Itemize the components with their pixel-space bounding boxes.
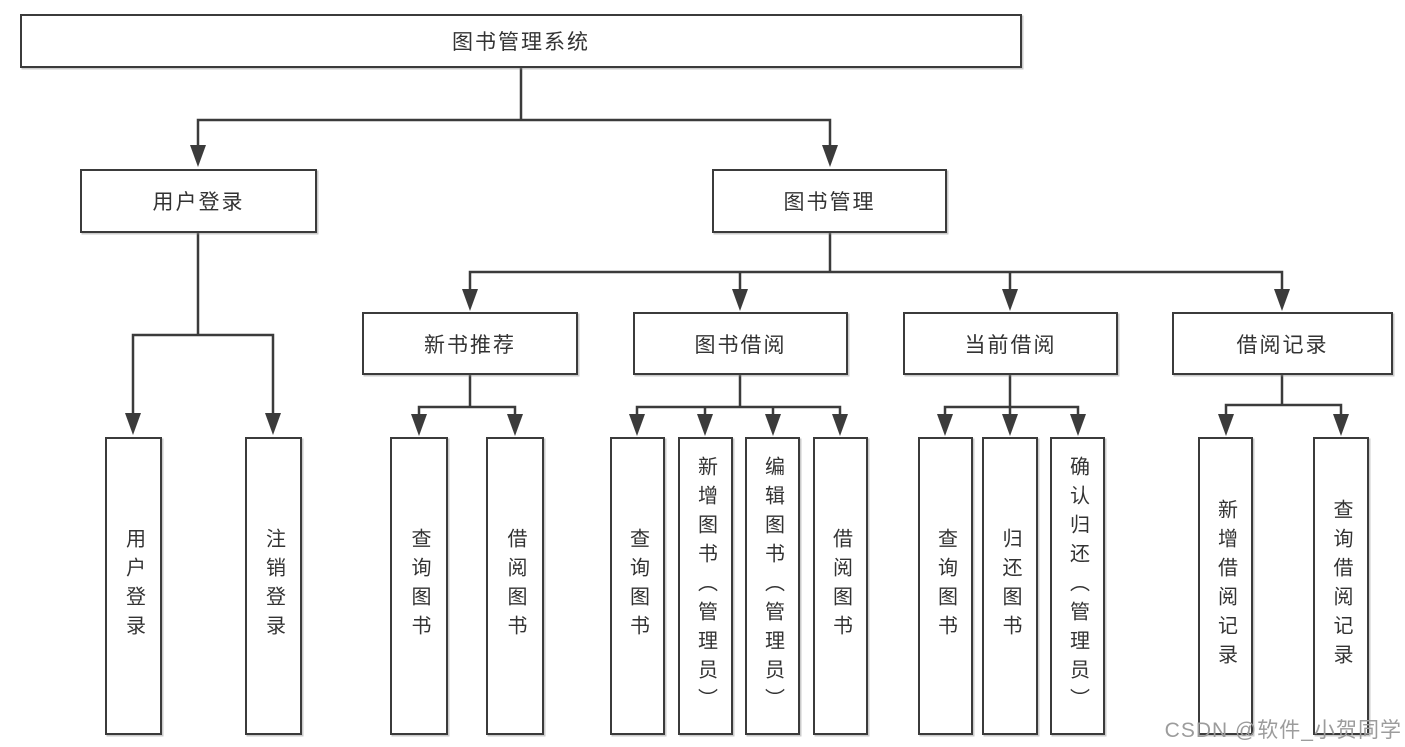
leaf-label: 新增图书（管理员）: [694, 455, 717, 717]
leaf-label: 归还图书: [999, 528, 1021, 644]
leaf-label: 查询图书: [626, 528, 649, 644]
node-label: 用户登录: [152, 191, 245, 214]
leaf-label: 查询图书: [934, 528, 957, 644]
leaf-records-add-record: 新增借阅记录: [1198, 437, 1253, 735]
leaf-label: 查询借阅记录: [1330, 499, 1352, 673]
leaf-user-login: 用户登录: [105, 437, 162, 735]
node-label: 图书管理系统: [452, 31, 590, 54]
leaf-borrowing-borrow-books: 借阅图书: [813, 437, 868, 735]
leaf-label: 确认归还（管理员）: [1066, 455, 1089, 717]
csdn-watermark: CSDN @软件_小贺同学: [1164, 719, 1402, 742]
node-current-borrowing: 当前借阅: [903, 312, 1118, 375]
leaf-recommend-query-books: 查询图书: [390, 437, 448, 735]
leaf-label: 注销登录: [262, 528, 285, 644]
node-book-management: 图书管理: [712, 169, 947, 233]
node-user-login: 用户登录: [80, 169, 317, 233]
node-book-borrowing: 图书借阅: [633, 312, 848, 375]
leaf-current-return-books: 归还图书: [982, 437, 1038, 735]
leaf-label: 新增借阅记录: [1214, 499, 1237, 673]
leaf-current-query-books: 查询图书: [918, 437, 973, 735]
node-label: 当前借阅: [964, 333, 1057, 357]
leaf-label: 查询图书: [408, 528, 430, 644]
node-label: 借阅记录: [1236, 333, 1329, 357]
node-label: 图书管理: [783, 191, 876, 214]
leaf-current-confirm-return-admin: 确认归还（管理员）: [1050, 437, 1105, 735]
leaf-label: 借阅图书: [504, 528, 526, 644]
node-borrowing-records: 借阅记录: [1172, 312, 1393, 375]
leaf-label: 用户登录: [122, 528, 145, 644]
leaf-label: 借阅图书: [829, 528, 852, 644]
leaf-borrowing-edit-book-admin: 编辑图书（管理员）: [745, 437, 800, 735]
leaf-records-query-record: 查询借阅记录: [1313, 437, 1369, 735]
node-new-book-recommend: 新书推荐: [362, 312, 578, 375]
leaf-borrowing-query-books: 查询图书: [610, 437, 665, 735]
node-library-system: 图书管理系统: [20, 14, 1022, 68]
leaf-borrowing-add-book-admin: 新增图书（管理员）: [678, 437, 733, 735]
leaf-recommend-borrow-books: 借阅图书: [486, 437, 544, 735]
node-label: 图书借阅: [694, 333, 787, 357]
leaf-label: 编辑图书（管理员）: [761, 455, 784, 717]
node-label: 新书推荐: [424, 333, 516, 357]
leaf-logout: 注销登录: [245, 437, 302, 735]
